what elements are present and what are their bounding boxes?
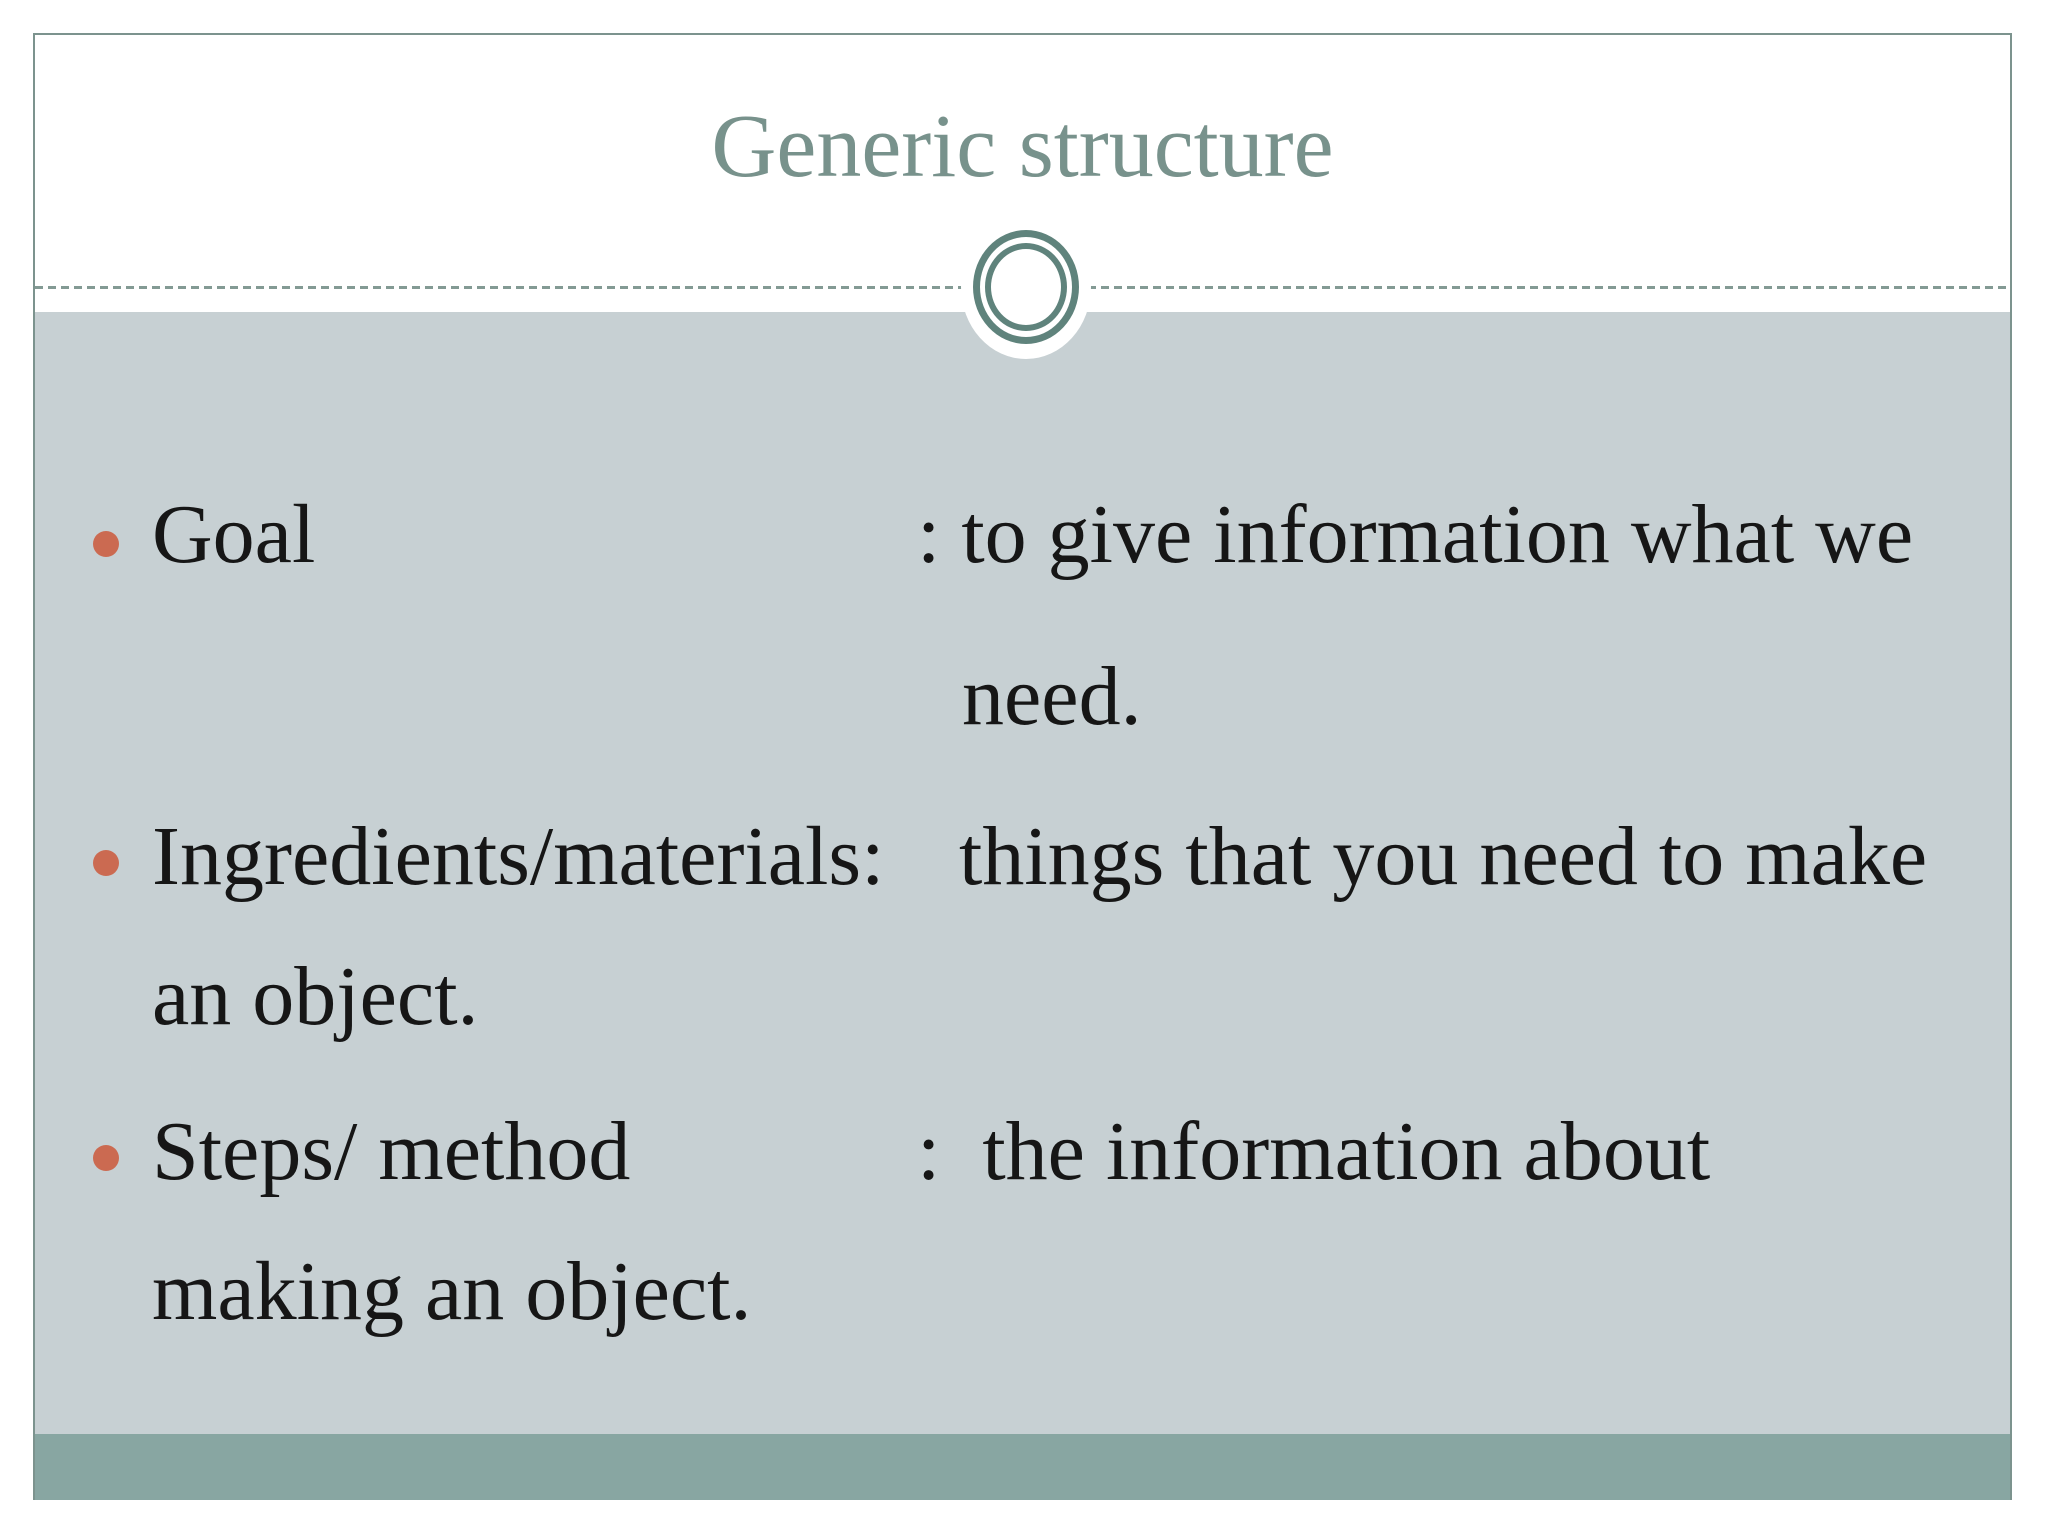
bullet-goal-term: Goal [152, 488, 316, 581]
bullet-goal-line2: need. [962, 650, 1142, 743]
bullet-ingredients-line2: an object. [152, 950, 479, 1043]
bullet-goal-definition: : to give information what we [917, 488, 1914, 581]
bullet-dot-icon [93, 531, 119, 557]
bullet-steps-definition: : the information about [917, 1105, 1711, 1198]
bullet-steps-line2: making an object. [152, 1245, 752, 1338]
bullet-steps-term: Steps/ method [152, 1105, 631, 1198]
circle-ornament-inner-ring [985, 243, 1067, 331]
bullet-dot-icon [93, 850, 119, 876]
bullet-ingredients-term: Ingredients/materials: [152, 810, 885, 903]
slide: Generic structure Goal : to give informat… [33, 33, 2012, 1500]
content-area [35, 312, 2010, 1434]
slide-title: Generic structure [711, 97, 1334, 196]
bullet-ingredients-definition: things that you need to make [917, 810, 1928, 903]
bullet-steps-line1: Steps/ method : the information about [152, 1102, 1710, 1203]
bullet-goal-line1: Goal : to give information what we [152, 485, 1913, 586]
footer-accent-band [35, 1434, 2010, 1500]
circle-ornament-icon [973, 230, 1079, 344]
bullet-dot-icon [93, 1145, 119, 1171]
bullet-ingredients-line1: Ingredients/materials: things that you n… [152, 807, 1927, 908]
